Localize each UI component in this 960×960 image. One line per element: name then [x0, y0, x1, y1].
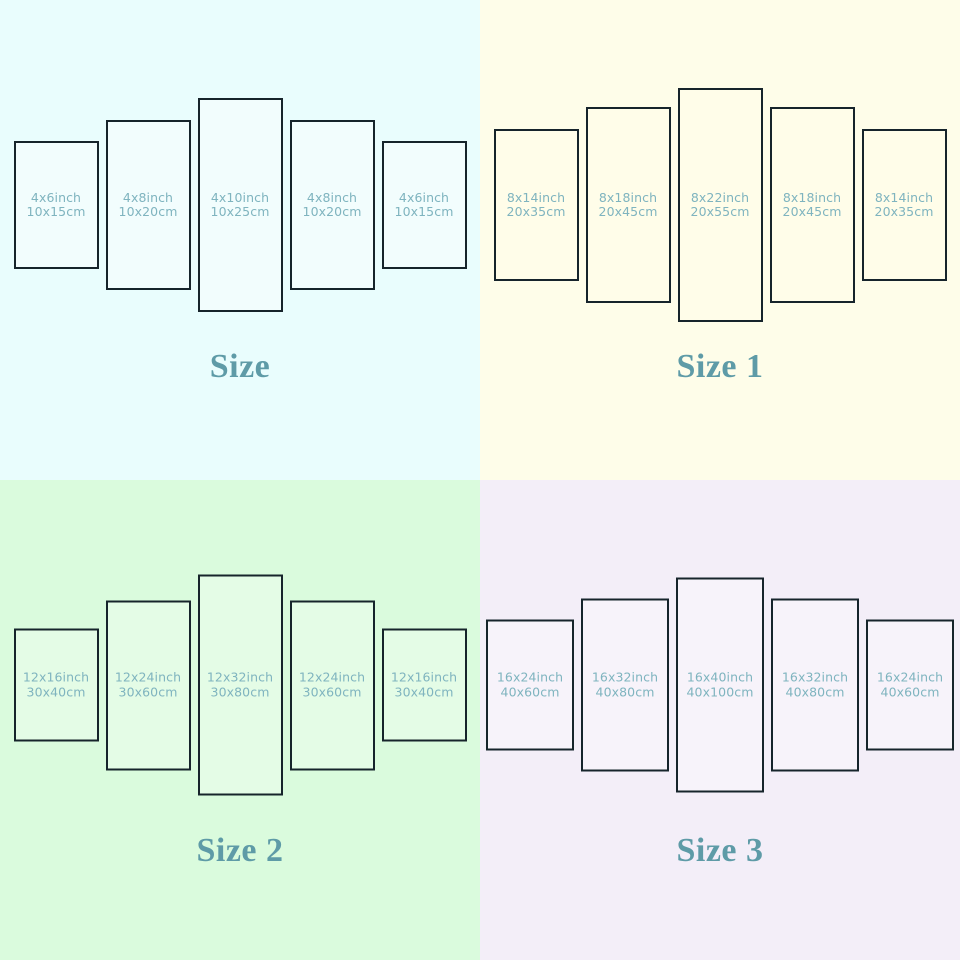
size-label-inch: 16x24inch [496, 669, 564, 685]
size-label-cm: 30x80cm [210, 684, 270, 699]
size-label-inch: 12x16inch [390, 669, 458, 685]
size-label-cm: 30x60cm [302, 684, 362, 699]
size-label-cm: 40x100cm [686, 684, 754, 699]
size-label-cm: 40x60cm [500, 684, 560, 699]
quadrant-title-size-3: Size 3 [676, 832, 764, 869]
size-label-cm: 30x40cm [26, 684, 86, 699]
size-label-cm: 10x25cm [210, 204, 270, 219]
size-label-inch: 12x24inch [298, 669, 366, 685]
size-label-cm: 30x60cm [118, 684, 178, 699]
quadrant-title-size: Size [209, 348, 271, 385]
quadrant-title-size-1: Size 1 [676, 348, 764, 385]
size-label-cm: 10x15cm [394, 204, 454, 219]
size-label-cm: 10x20cm [302, 204, 362, 219]
size-label-cm: 20x35cm [506, 204, 566, 219]
size-label-cm: 40x60cm [880, 684, 940, 699]
size-label-inch: 12x16inch [22, 669, 90, 685]
size-label-inch: 4x6inch [398, 189, 450, 205]
size-label-inch: 8x14inch [506, 189, 566, 205]
size-label-inch: 8x14inch [874, 189, 934, 205]
size-label-inch: 16x32inch [781, 669, 849, 685]
size-label-cm: 40x80cm [785, 684, 845, 699]
size-label-inch: 8x22inch [690, 189, 750, 205]
size-label-cm: 40x80cm [595, 684, 655, 699]
size-label-cm: 20x35cm [874, 204, 934, 219]
size-label-inch: 4x10inch [210, 189, 270, 205]
size-label-inch: 4x8inch [122, 189, 174, 205]
size-label-inch: 12x24inch [114, 669, 182, 685]
size-label-inch: 16x40inch [686, 669, 754, 685]
size-label-inch: 4x8inch [306, 189, 358, 205]
size-label-inch: 16x32inch [591, 669, 659, 685]
size-label-cm: 10x20cm [118, 204, 178, 219]
size-label-cm: 20x55cm [690, 204, 750, 219]
size-label-inch: 16x24inch [876, 669, 944, 685]
quadrant-title-size-2: Size 2 [196, 832, 284, 869]
size-label-inch: 12x32inch [206, 669, 274, 685]
size-label-inch: 8x18inch [598, 189, 658, 205]
size-label-cm: 10x15cm [26, 204, 86, 219]
size-label-cm: 20x45cm [782, 204, 842, 219]
size-label-inch: 8x18inch [782, 189, 842, 205]
size-label-inch: 4x6inch [30, 189, 82, 205]
size-label-cm: 20x45cm [598, 204, 658, 219]
size-label-cm: 30x40cm [394, 684, 454, 699]
